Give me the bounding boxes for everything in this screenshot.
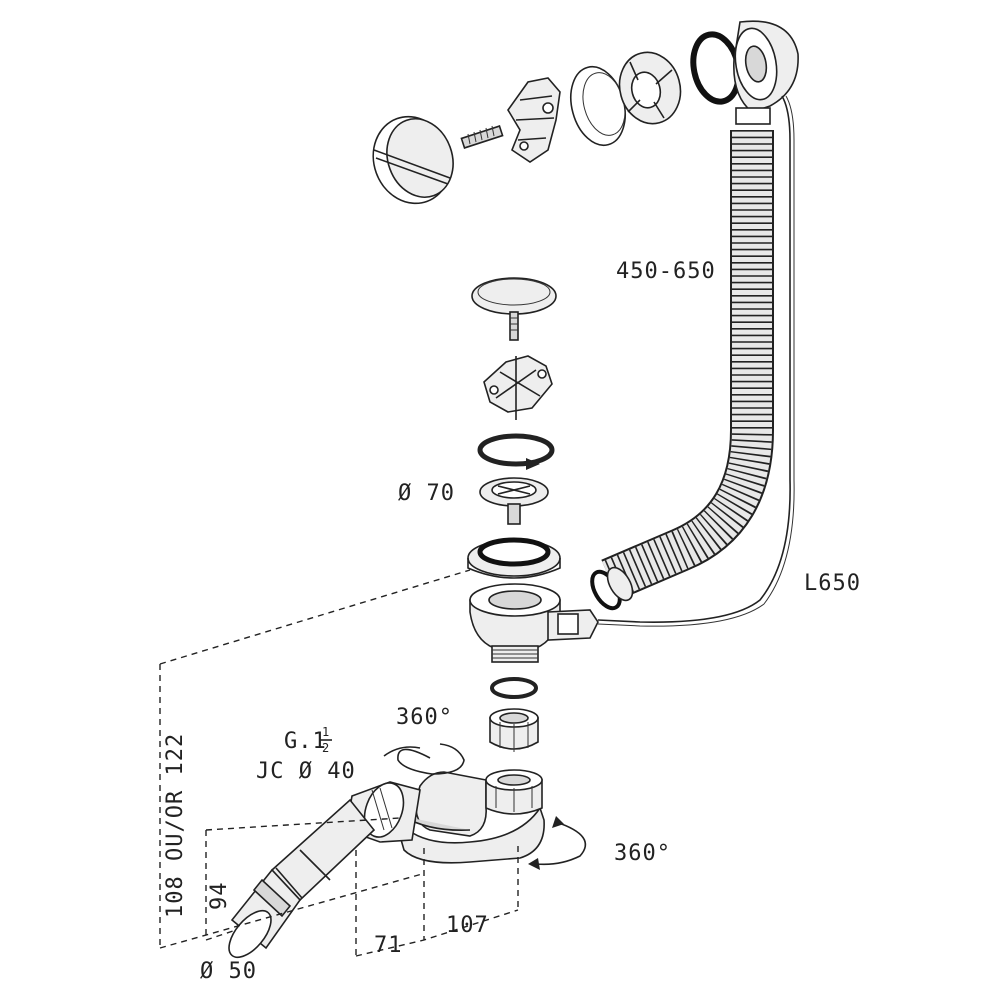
strainer-diameter-label: Ø 70	[398, 481, 455, 506]
overflow-screw	[460, 125, 504, 149]
waste-body	[469, 583, 599, 663]
cable-length-label: L650	[804, 571, 861, 596]
trap-washer	[490, 677, 538, 699]
overflow-cap	[372, 115, 454, 205]
rotation-ring	[477, 433, 555, 470]
trap-nut	[489, 708, 539, 752]
rotation-arrow-side	[528, 816, 587, 870]
thread-prefix: G.1	[284, 729, 327, 754]
strainer-grate	[479, 477, 549, 525]
overflow-body	[733, 20, 799, 125]
overflow-rosette	[618, 51, 682, 125]
lock-clip	[397, 743, 465, 775]
jc-diameter-label: JC Ø 40	[256, 759, 356, 784]
width-b-label: 107	[446, 913, 489, 938]
waste-top-ring	[467, 537, 561, 579]
bottle-trap	[399, 769, 545, 864]
rotation-top-label: 360°	[396, 705, 453, 730]
rotation-side-label: 360°	[614, 841, 671, 866]
overflow-bracket	[507, 77, 561, 163]
flexible-hose	[601, 130, 774, 601]
overflow-cover-ring	[570, 65, 626, 147]
thread-label: G.1 1 2	[284, 725, 332, 755]
hose-length-label: 450-650	[616, 259, 716, 284]
thread-fraction-num: 1	[322, 725, 329, 739]
dimension-lines	[159, 569, 519, 957]
width-a-label: 71	[374, 933, 403, 958]
rotation-arrow-top	[383, 746, 421, 757]
height-trap-label: 94	[207, 882, 232, 911]
thread-fraction-den: 2	[322, 741, 329, 755]
plug-disc	[471, 277, 557, 341]
outlet-diameter-label: Ø 50	[200, 959, 257, 984]
height-range-label: 108 OU/OR 122	[163, 733, 188, 918]
plug-spider	[483, 355, 553, 420]
outlet-pipe	[228, 798, 376, 959]
hose-end-fitting	[590, 566, 634, 611]
control-cable	[597, 95, 795, 627]
